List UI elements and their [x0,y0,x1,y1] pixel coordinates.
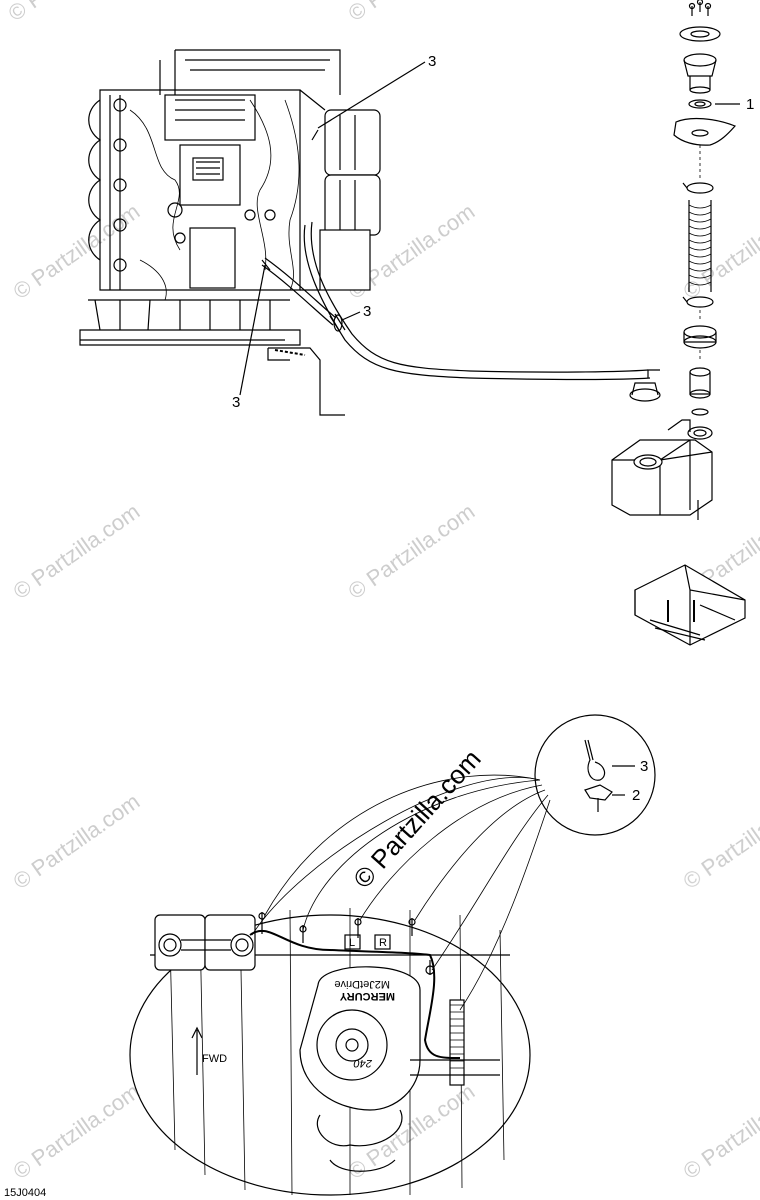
callout-cable-tie-top-right: 3 [428,53,436,70]
watermark-text: © Partzilla.com [679,199,760,305]
callout-group-top: 3 3 3 [232,53,436,411]
callout-tank-neck-grommet: 1 [746,96,754,113]
callout-cable-tie-inset: 3 [640,758,648,775]
watermark-text: © Partzilla.com [9,789,145,895]
drive-size-label: 240 [353,1057,373,1069]
callout-cable-tie-lower-left: 3 [232,394,240,411]
hull-top-view: L R MERCURY M2JetDrive 240 FWD [129,908,531,1196]
port-mark: L [349,937,355,949]
oil-hose [261,221,651,381]
drive-model-label: M2JetDrive [334,978,390,990]
callout-screw-inset: 2 [632,787,640,804]
forward-label: FWD [202,1053,227,1065]
starboard-mark: R [379,937,387,949]
watermark-main: © Partzilla.com [347,744,487,894]
watermark-text: © Partzilla.com [344,0,480,26]
figure-id: 15J0404 [4,1187,46,1199]
watermark-text: © Partzilla.com [4,0,140,26]
engine-assembly [79,49,381,416]
cable-tie-marker [261,129,346,333]
watermark-text: © Partzilla.com [9,499,145,605]
watermark-text: © Partzilla.com [9,199,145,305]
watermark-text: © Partzilla.com [9,1079,145,1185]
fastener-inset: 3 2 [534,714,656,836]
watermark-text: © Partzilla.com [344,499,480,605]
watermark-text: © Partzilla.com [679,1079,760,1185]
drive-brand-label: MERCURY [339,990,395,1002]
inset-leader-lines [251,774,551,1011]
oil-reservoir-exploded: 1 [611,0,754,646]
watermark-text: © Partzilla.com [679,789,760,895]
callout-cable-tie-mid: 3 [363,303,371,320]
